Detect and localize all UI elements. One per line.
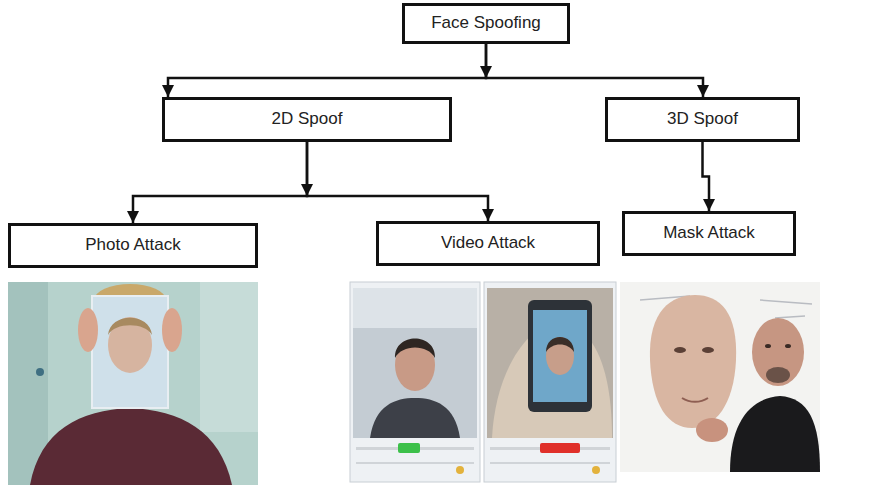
progress-red — [540, 443, 580, 453]
mask — [650, 295, 736, 428]
node-label: Mask Attack — [663, 223, 755, 243]
phone — [528, 300, 592, 412]
screenshot-frame — [484, 282, 616, 482]
photo-hair — [108, 318, 152, 335]
person-sweater — [730, 396, 820, 472]
node-label: 2D Spoof — [272, 109, 343, 129]
photo-attack-picture — [8, 282, 258, 485]
screenshot-frame — [350, 282, 480, 482]
mask-attack-picture — [620, 282, 820, 472]
mask-eye — [674, 347, 686, 353]
photo-background-strip — [200, 282, 258, 432]
mask-mouth — [682, 398, 708, 402]
screenshot-background — [353, 288, 477, 328]
person-hand — [162, 308, 182, 352]
person-head — [752, 318, 804, 386]
person-face — [395, 339, 435, 391]
category-box: 2D Spoof — [162, 97, 452, 142]
screen-face — [546, 337, 574, 375]
person-hand — [78, 308, 98, 352]
video-attack-picture — [350, 282, 616, 482]
node-label: Video Attack — [441, 233, 535, 253]
held-photo — [92, 296, 168, 408]
person-eye — [765, 344, 771, 348]
mask-eye — [702, 347, 714, 353]
tree-connector — [703, 142, 710, 211]
tree-connector — [168, 44, 486, 97]
phone-screen — [533, 310, 587, 402]
ui-icon — [592, 466, 600, 474]
node-label: Face Spoofing — [431, 13, 541, 33]
person-body — [370, 398, 460, 438]
node-label: Photo Attack — [85, 235, 180, 255]
screenshot-image — [487, 288, 613, 438]
person-body — [30, 408, 232, 485]
person-hand — [696, 418, 728, 442]
slider-track — [490, 462, 610, 464]
photo-background-dot — [36, 368, 44, 376]
photo-face — [108, 317, 152, 373]
screenshot-image — [353, 288, 477, 438]
category-box: 3D Spoof — [605, 97, 800, 142]
tree-connector — [133, 142, 307, 223]
node-label: 3D Spoof — [667, 109, 738, 129]
attack-box: Mask Attack — [622, 211, 796, 256]
ui-icon — [456, 466, 464, 474]
root-box: Face Spoofing — [402, 3, 570, 44]
tree-connector — [486, 44, 703, 97]
screen-hair — [546, 337, 574, 352]
photo-background — [8, 282, 258, 485]
whiteboard-background — [620, 282, 820, 472]
person-beard — [766, 367, 790, 383]
progress-green — [398, 443, 420, 453]
attack-box: Video Attack — [376, 221, 600, 266]
person-hair — [395, 339, 435, 359]
slider-track — [356, 462, 474, 464]
person-eye — [785, 344, 791, 348]
tree-connector — [307, 142, 488, 221]
attack-box: Photo Attack — [8, 223, 258, 268]
